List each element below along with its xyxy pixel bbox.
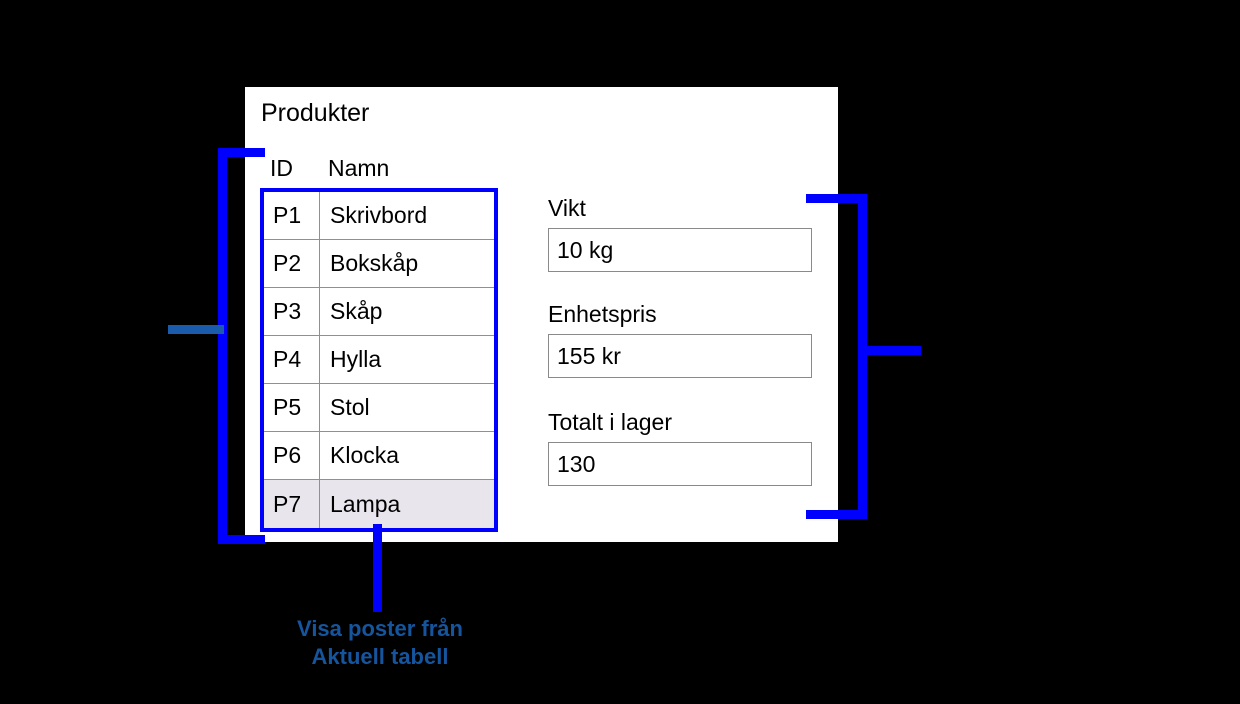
cell-name: Skåp — [330, 298, 383, 324]
cell-name: Lampa — [330, 490, 401, 517]
cell-name: Stol — [330, 394, 370, 420]
left-bracket-bottom-arm — [218, 535, 265, 544]
cell-id: P7 — [264, 480, 320, 528]
cell-name: Klocka — [330, 442, 400, 468]
right-bracket-leader-line — [865, 346, 921, 355]
table-row[interactable]: P1 Skrivbord — [264, 192, 494, 240]
right-bracket-stem — [858, 194, 867, 519]
cell-id: P1 — [264, 192, 320, 239]
annotation-caption: Visa poster från Aktuell tabell — [240, 615, 520, 671]
table-column-headers: ID Namn — [270, 155, 389, 182]
field-input-weight[interactable]: 10 kg — [548, 228, 812, 272]
left-bracket-stem — [218, 148, 227, 544]
right-bracket-top-arm — [806, 194, 867, 203]
left-bracket-leader-line — [168, 325, 224, 334]
cell-name: Hylla — [330, 346, 382, 372]
table-row[interactable]: P6 Klocka — [264, 432, 494, 480]
field-group-weight: Vikt 10 kg — [548, 195, 812, 272]
table-row[interactable]: P3 Skåp — [264, 288, 494, 336]
cell-id: P6 — [264, 432, 320, 479]
cell-id: P3 — [264, 288, 320, 335]
field-input-total-in-stock[interactable]: 130 — [548, 442, 812, 486]
cell-name: Skrivbord — [330, 202, 428, 228]
caption-line-2: Aktuell tabell — [311, 644, 449, 669]
field-input-unit-price[interactable]: 155 kr — [548, 334, 812, 378]
column-header-name: Namn — [328, 155, 390, 181]
cell-id: P2 — [264, 240, 320, 287]
left-bracket-top-arm — [218, 148, 265, 157]
field-label-total-in-stock: Totalt i lager — [548, 409, 673, 435]
field-label-unit-price: Enhetspris — [548, 301, 657, 327]
column-header-id: ID — [270, 155, 293, 181]
field-label-weight: Vikt — [548, 195, 586, 221]
cell-id: P5 — [264, 384, 320, 431]
caption-line-1: Visa poster från — [297, 616, 463, 641]
table-row[interactable]: P7 Lampa — [264, 480, 494, 528]
right-bracket-bottom-arm — [806, 510, 867, 519]
cell-name: Bokskåp — [330, 250, 419, 276]
caption-leader-line — [373, 524, 382, 612]
field-group-total-in-stock: Totalt i lager 130 — [548, 409, 812, 486]
field-group-unit-price: Enhetspris 155 kr — [548, 301, 812, 378]
table-row[interactable]: P5 Stol — [264, 384, 494, 432]
table-row[interactable]: P2 Bokskåp — [264, 240, 494, 288]
cell-id: P4 — [264, 336, 320, 383]
page-title: Produkter — [261, 99, 370, 127]
table-row[interactable]: P4 Hylla — [264, 336, 494, 384]
